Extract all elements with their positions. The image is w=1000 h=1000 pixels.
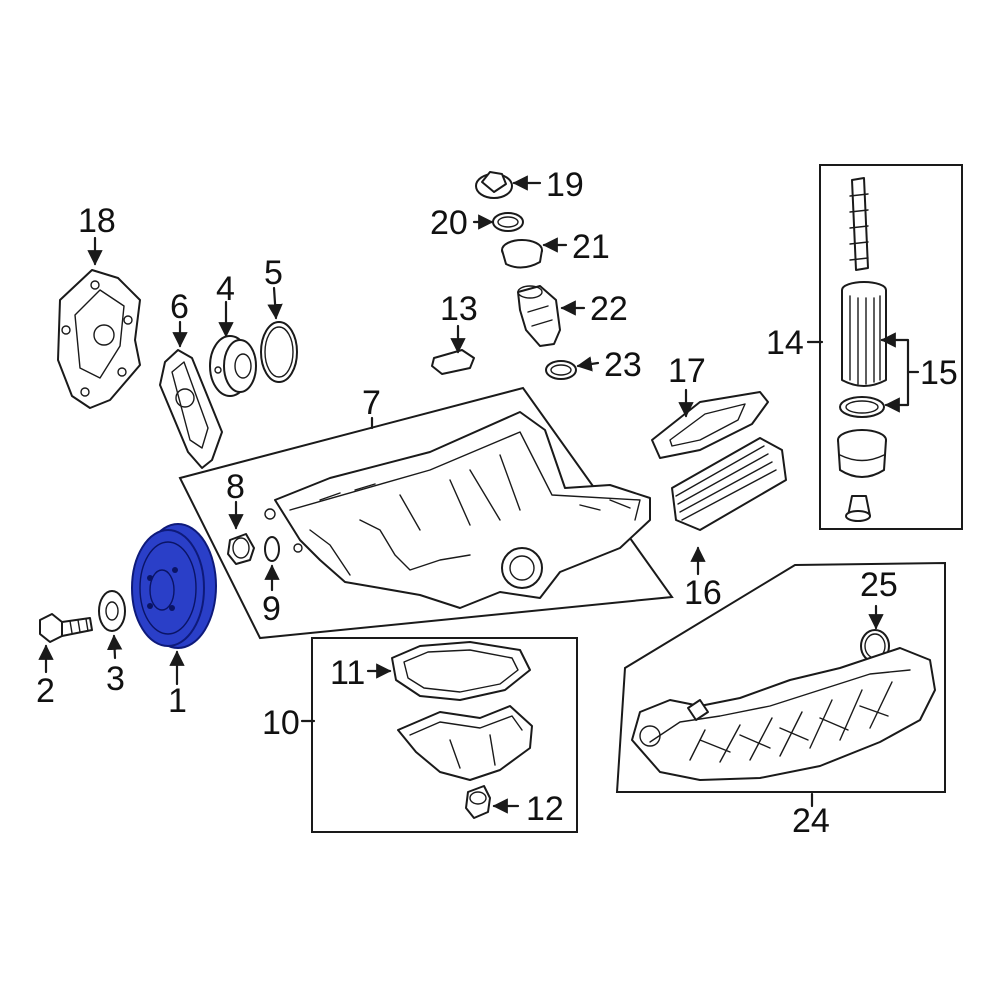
- filler-tube-22: [517, 285, 561, 347]
- intake-manifold-group-box: [615, 561, 946, 793]
- callout-23: 23: [604, 346, 642, 384]
- callout-16: 16: [684, 574, 722, 612]
- intake-manifold: [631, 647, 936, 781]
- callout-7: 7: [362, 384, 381, 422]
- seal-ring-23-inner: [550, 364, 572, 376]
- balancer-bolt: [39, 613, 93, 643]
- filler-neck-adapter-21: [501, 239, 543, 269]
- callout-22: 22: [590, 290, 628, 328]
- harmonic-balancer: [131, 523, 217, 649]
- timing-cover: [57, 269, 141, 409]
- callout-2: 2: [36, 672, 55, 710]
- callout-1: 1: [168, 682, 187, 720]
- lower-oil-pan-group-box: [311, 637, 578, 833]
- oil-cooler-gasket-inner: [669, 403, 746, 447]
- washer-3: [98, 590, 126, 632]
- callout-20: 20: [430, 204, 468, 242]
- callout-4: 4: [216, 270, 235, 308]
- o-ring-5-inner: [264, 326, 294, 378]
- crankshaft-seal: [209, 335, 257, 397]
- drain-plug-12: [465, 785, 491, 819]
- dipstick-tube: [849, 177, 869, 271]
- oil-filter-element: [841, 281, 887, 387]
- callout-3: 3: [106, 660, 125, 698]
- callout-14: 14: [766, 324, 804, 362]
- upper-oil-pan: [264, 411, 651, 609]
- oil-filter-group-box: [819, 164, 963, 530]
- callout-8: 8: [226, 468, 245, 506]
- drain-plug-8: [227, 533, 255, 565]
- lower-oil-pan: [397, 705, 533, 781]
- callout-9: 9: [262, 590, 281, 628]
- callout-18: 18: [78, 202, 116, 240]
- oil-cooler-gasket: [651, 391, 769, 459]
- callout-10: 10: [262, 704, 300, 742]
- seal-ring-20-inner: [497, 216, 519, 228]
- lower-pan-gasket-inner: [403, 649, 519, 693]
- callout-19: 19: [546, 166, 584, 204]
- callout-13: 13: [440, 290, 478, 328]
- oil-cooler: [671, 437, 787, 531]
- callout-24: 24: [792, 802, 830, 840]
- front-cover-gasket: [159, 349, 223, 469]
- callout-labels: 1 2 3 4 5 6 7 8 9 10 11 12 13 14 15 16 1…: [36, 166, 958, 840]
- washer-9: [264, 536, 280, 562]
- filter-housing-cap: [837, 429, 887, 478]
- filter-o-ring-inner: [845, 400, 879, 414]
- o-ring-5: [260, 321, 298, 383]
- callout-17: 17: [668, 352, 706, 390]
- callout-12: 12: [526, 790, 564, 828]
- callout-5: 5: [264, 254, 283, 292]
- callout-15: 15: [920, 354, 958, 392]
- callout-11: 11: [330, 654, 365, 692]
- gasket-pad-13: [431, 349, 475, 375]
- oil-filler-cap: [475, 171, 513, 199]
- washer-3-hole: [105, 601, 119, 621]
- callout-21: 21: [572, 228, 610, 266]
- oil-pan-group-box: [178, 386, 674, 640]
- callout-25: 25: [860, 566, 898, 604]
- callout-6: 6: [170, 288, 189, 326]
- drain-valve: [845, 495, 871, 522]
- seal-ring-23: [545, 360, 577, 380]
- leader-lines: [38, 175, 920, 814]
